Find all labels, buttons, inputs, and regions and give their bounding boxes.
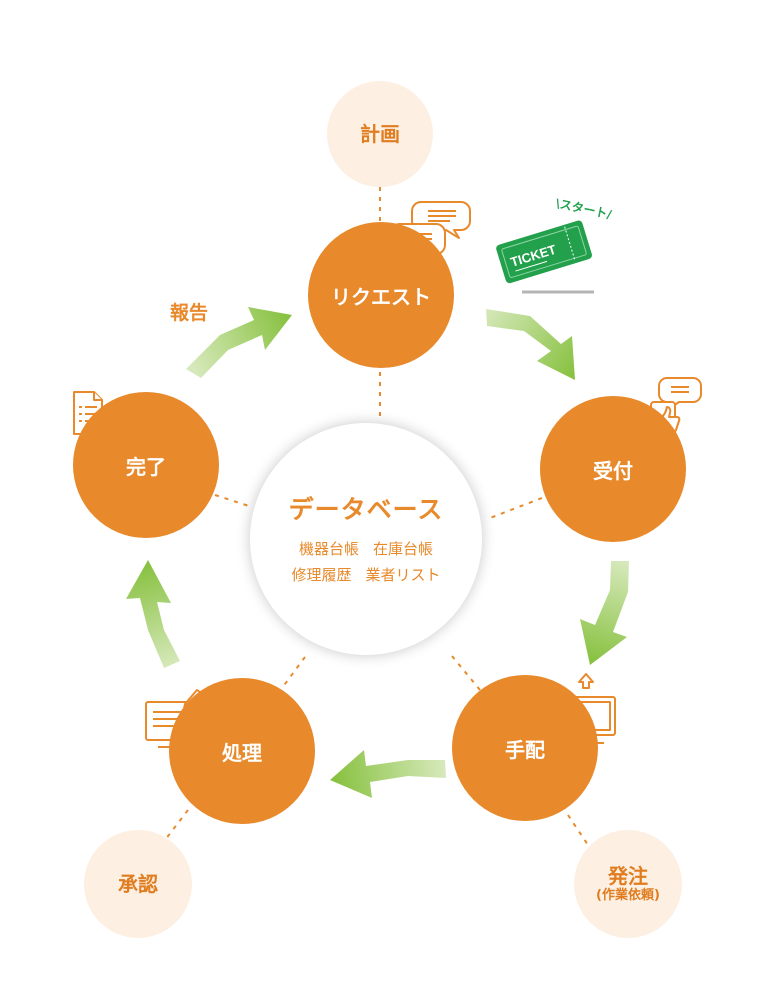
node-process: 処理	[169, 678, 315, 824]
node-arrange-label: 手配	[505, 737, 545, 762]
node-order-sublabel: (作業依頼)	[596, 888, 660, 903]
node-approve: 承認	[84, 830, 192, 938]
ticket-icon: TICKET \スタート/	[496, 196, 613, 294]
node-request-label: リクエスト	[331, 284, 431, 309]
report-label: 報告	[170, 302, 209, 324]
database-item-stock-ledger: 在庫台帳	[373, 540, 434, 558]
arrow-request-to-accept	[486, 309, 575, 380]
node-complete-label: 完了	[126, 454, 166, 479]
database-title: データベース	[288, 495, 444, 524]
node-order-label: 発注	[608, 864, 648, 888]
node-plan: 計画	[327, 81, 433, 187]
node-accept: 受付	[540, 396, 686, 542]
database-item-equipment-ledger: 機器台帳	[298, 540, 359, 558]
node-order: 発注 (作業依頼)	[574, 830, 682, 938]
arrow-accept-to-arrange	[580, 561, 629, 665]
database-item-vendor-list: 業者リスト	[365, 566, 441, 584]
node-plan-label: 計画	[360, 122, 400, 146]
node-request: リクエスト	[308, 222, 454, 368]
ticket-start-text: \スタート/	[554, 196, 613, 222]
database-row-1: 機器台帳在庫台帳	[299, 536, 433, 562]
node-accept-label: 受付	[593, 458, 633, 483]
database-item-repair-history: 修理履歴	[291, 566, 352, 584]
database-circle: データベース 機器台帳在庫台帳 修理履歴業者リスト	[250, 423, 482, 655]
database-row-2: 修理履歴業者リスト	[291, 562, 440, 588]
node-arrange: 手配	[452, 675, 598, 821]
node-process-label: 処理	[222, 740, 262, 765]
dotted-connectors	[164, 187, 589, 846]
node-complete: 完了	[73, 392, 219, 538]
arrow-complete-to-request	[186, 307, 292, 378]
node-approve-label: 承認	[118, 872, 158, 896]
arrow-process-to-complete	[126, 560, 180, 668]
arrow-arrange-to-process	[330, 750, 446, 798]
